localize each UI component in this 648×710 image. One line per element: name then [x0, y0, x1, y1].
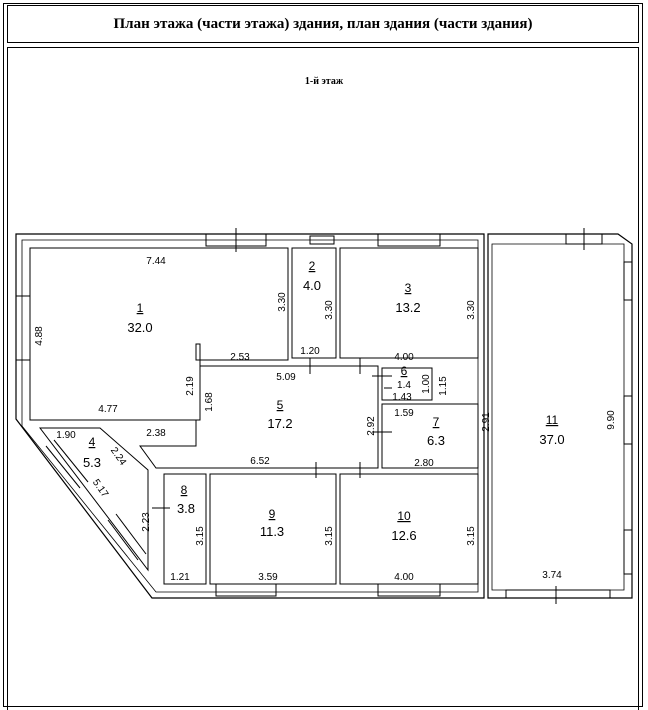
floor-label: 1-й этаж: [304, 76, 344, 87]
dim-4-88: 4.88: [34, 326, 45, 346]
room-4-outline: [38, 427, 149, 572]
room-7-outline: [381, 403, 479, 469]
dimension-labels: 7.44 3.30 4.88 2.53 2.19 4.77 1.68 2.38 …: [34, 256, 617, 583]
dim-1-59: 1.59: [394, 408, 414, 419]
dim-3-30-room1: 3.30: [277, 292, 288, 312]
page-frame: [3, 3, 643, 707]
room-3-area: 13.2: [395, 300, 420, 315]
dim-2-38: 2.38: [146, 428, 166, 439]
dim-4-00-room10: 4.00: [394, 572, 414, 583]
room-7-area: 6.3: [427, 433, 445, 448]
dim-3-15-room8: 3.15: [195, 526, 206, 546]
dim-1-15: 1.15: [438, 376, 449, 396]
dim-2-24: 2.24: [108, 445, 128, 468]
room-9-area: 11.3: [260, 524, 284, 539]
window-top-2: [309, 235, 335, 245]
room-11-number: 11: [546, 413, 559, 427]
dim-4-77: 4.77: [98, 404, 118, 415]
window-diag-b: [53, 439, 89, 483]
window-top-3: [377, 233, 441, 247]
room-labels: 1 32.0 2 4.0 3 13.2 4 5.3 5 17.2 6 1.4 7…: [83, 259, 565, 543]
dim-1-20: 1.20: [300, 346, 320, 357]
room-8-outline: [163, 473, 207, 585]
room-8-number: 8: [181, 483, 188, 497]
room-8-area: 3.8: [177, 501, 195, 516]
room-9-number: 9: [269, 507, 276, 521]
outer-wall-main: [15, 233, 485, 599]
dim-3-59: 3.59: [258, 572, 278, 583]
dim-1-68: 1.68: [204, 392, 215, 412]
window-right-11b: [623, 395, 633, 445]
window-left-1: [15, 295, 31, 361]
outer-wall-main-inner: [21, 239, 479, 593]
room-2-outline: [291, 247, 337, 359]
plan-panel: [7, 47, 639, 710]
room-6-area: 1.4: [397, 380, 411, 391]
room-6-number: 6: [401, 364, 408, 378]
room-10-number: 10: [397, 509, 411, 523]
room-4-number: 4: [89, 435, 96, 449]
window-bottom-11: [505, 589, 611, 599]
dim-1-21: 1.21: [170, 572, 190, 583]
dim-1-43: 1.43: [392, 392, 412, 403]
window-diag-a: [45, 445, 81, 489]
window-bottom-9: [215, 583, 277, 597]
page-title: План этажа (части этажа) здания, план зд…: [113, 15, 533, 32]
room-2-number: 2: [309, 259, 316, 273]
dim-3-30-room3: 3.30: [466, 300, 477, 320]
room-1-area: 32.0: [127, 320, 152, 335]
dim-6-52: 6.52: [250, 456, 270, 467]
window-right-11c: [623, 529, 633, 575]
room-3-outline: [339, 247, 479, 359]
dim-3-15-room10: 3.15: [466, 526, 477, 546]
dimension-ticks: [152, 228, 585, 604]
window-diag-c: [107, 519, 139, 561]
dim-4-00-room3: 4.00: [394, 352, 414, 363]
room-2-area: 4.0: [303, 278, 321, 293]
dim-1-00: 1.00: [421, 374, 432, 394]
room-10-area: 12.6: [391, 528, 416, 543]
dim-2-23: 2.23: [141, 512, 152, 532]
dim-3-74: 3.74: [542, 570, 562, 581]
room-5-outline: [139, 365, 379, 469]
dim-3-30-room2: 3.30: [324, 300, 335, 320]
dim-2-92: 2.92: [366, 416, 377, 436]
dim-7-44: 7.44: [146, 256, 166, 267]
room-6-outline: [381, 367, 433, 401]
dim-9-90: 9.90: [606, 410, 617, 430]
room-7-number: 7: [433, 415, 440, 429]
room-1-number: 1: [137, 301, 144, 315]
room-11-area: 37.0: [539, 432, 564, 447]
room-1-outline: [29, 247, 289, 421]
window-diag-d: [115, 513, 147, 555]
dim-2-91: 2.91: [481, 412, 492, 432]
room-4-area: 5.3: [83, 455, 101, 470]
window-right-11a: [623, 261, 633, 301]
window-bottom-10: [377, 583, 441, 597]
dim-5-17: 5.17: [90, 477, 110, 500]
room-5-number: 5: [277, 398, 284, 412]
dim-2-19: 2.19: [185, 376, 196, 396]
dim-1-90: 1.90: [56, 430, 76, 441]
header-box: План этажа (части этажа) здания, план зд…: [7, 5, 639, 43]
dim-2-53: 2.53: [230, 352, 250, 363]
dim-3-15-room9: 3.15: [324, 526, 335, 546]
room-5-area: 17.2: [267, 416, 292, 431]
dim-5-09: 5.09: [276, 372, 296, 383]
dim-2-80: 2.80: [414, 458, 434, 469]
room-3-number: 3: [405, 281, 412, 295]
